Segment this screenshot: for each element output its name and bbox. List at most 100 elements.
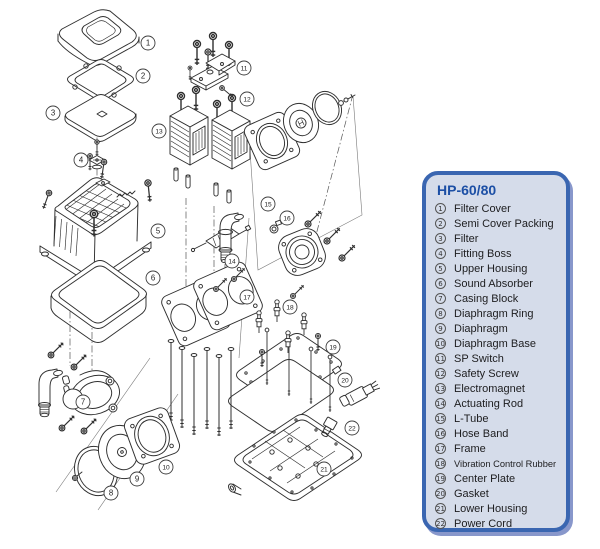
callout-6: 6 <box>145 270 161 286</box>
svg-text:20: 20 <box>341 378 349 385</box>
part-number-badge: 12 <box>435 368 446 379</box>
part-number-badge: 2 <box>435 218 446 229</box>
part-number-badge: 22 <box>435 518 446 529</box>
legend-item: 1 Filter Cover <box>435 201 562 216</box>
part-safety-screw <box>218 84 235 100</box>
svg-text:11: 11 <box>241 66 248 73</box>
svg-text:13: 13 <box>155 129 163 136</box>
part-sound-absorber <box>50 260 147 343</box>
part-label: SP Switch <box>454 352 504 365</box>
part-number-badge: 7 <box>435 293 446 304</box>
callout-3: 3 <box>45 105 61 121</box>
svg-text:9: 9 <box>135 475 139 484</box>
callout-4: 4 <box>73 152 89 168</box>
svg-text:6: 6 <box>151 274 155 283</box>
part-label: Electromagnet <box>454 382 525 395</box>
svg-text:15: 15 <box>264 202 272 209</box>
part-number-badge: 8 <box>435 308 446 319</box>
svg-text:2: 2 <box>141 72 145 81</box>
part-label: Safety Screw <box>454 367 519 380</box>
svg-text:1: 1 <box>146 39 150 48</box>
svg-text:22: 22 <box>348 426 356 433</box>
svg-text:12: 12 <box>243 97 251 104</box>
part-lower-housing <box>228 414 362 501</box>
callout-12: 12 <box>239 91 255 107</box>
part-filter <box>64 94 137 142</box>
part-number-badge: 3 <box>435 233 446 244</box>
legend-item: 14 Actuating Rod <box>435 396 562 411</box>
svg-text:10: 10 <box>162 465 170 472</box>
part-number-badge: 4 <box>435 248 446 259</box>
part-number-badge: 5 <box>435 263 446 274</box>
callout-22: 22 <box>344 420 360 436</box>
part-number-badge: 16 <box>435 428 446 439</box>
part-filter-cover <box>57 9 140 66</box>
callout-19: 19 <box>325 339 341 355</box>
legend-item: 10 Diaphragm Base <box>435 336 562 351</box>
legend-item: 22 Power Cord <box>435 516 562 531</box>
part-frame <box>161 261 263 437</box>
svg-text:4: 4 <box>79 156 84 165</box>
part-number-badge: 18 <box>435 458 446 469</box>
callouts: 1 2 3 4 5 6 7 8 9 10 11 12 13 14 15 16 1… <box>45 35 360 501</box>
part-label: Diaphragm Base <box>454 337 536 350</box>
part-electromagnet <box>169 85 251 204</box>
callout-9: 9 <box>129 471 145 487</box>
callout-17: 17 <box>239 289 255 305</box>
part-number-badge: 19 <box>435 473 446 484</box>
svg-text:5: 5 <box>156 227 161 236</box>
legend-item: 11 SP Switch <box>435 351 562 366</box>
part-label: Diaphragm Ring <box>454 307 534 320</box>
callout-1: 1 <box>140 35 156 51</box>
part-casing-block <box>38 340 120 436</box>
part-diaphragm-base <box>123 407 181 465</box>
legend-item: 5 Upper Housing <box>435 261 562 276</box>
right-ring-screw <box>338 94 356 106</box>
part-label: Filter <box>454 232 479 245</box>
legend-list: 1 Filter Cover 2 Semi Cover Packing 3 Fi… <box>435 201 562 531</box>
legend-item: 19 Center Plate <box>435 471 562 486</box>
legend-item: 17 Frame <box>435 441 562 456</box>
part-number-badge: 6 <box>435 278 446 289</box>
part-label: Power Cord <box>454 517 513 530</box>
legend-item: 3 Filter <box>435 231 562 246</box>
part-label: Filter Cover <box>454 202 511 215</box>
legend-item: 9 Diaphragm <box>435 321 562 336</box>
part-number-badge: 15 <box>435 413 446 424</box>
legend-item: 2 Semi Cover Packing <box>435 216 562 231</box>
part-number-badge: 20 <box>435 488 446 499</box>
right-casing-block <box>278 208 358 301</box>
callout-10: 10 <box>158 459 174 475</box>
svg-text:16: 16 <box>283 216 291 223</box>
ring-screw <box>71 471 83 482</box>
svg-text:3: 3 <box>51 109 55 118</box>
callout-21: 21 <box>316 461 332 477</box>
legend-item: 16 Hose Band <box>435 426 562 441</box>
svg-text:7: 7 <box>81 398 85 407</box>
part-label: Sound Absorber <box>454 277 533 290</box>
legend-item: 15 L-Tube <box>435 411 562 426</box>
legend-item: 4 Fitting Boss <box>435 246 562 261</box>
part-label: Casing Block <box>454 292 519 305</box>
callout-5: 5 <box>150 223 166 239</box>
callout-7: 7 <box>75 394 91 410</box>
part-number-badge: 14 <box>435 398 446 409</box>
callout-15: 15 <box>260 196 276 212</box>
part-label: Center Plate <box>454 472 516 485</box>
legend-item: 7 Casing Block <box>435 291 562 306</box>
callout-18: 18 <box>282 299 298 315</box>
svg-text:14: 14 <box>228 259 236 266</box>
callout-2: 2 <box>135 68 151 84</box>
part-hose-band <box>269 216 286 234</box>
callout-20: 20 <box>337 372 353 388</box>
part-number-badge: 21 <box>435 503 446 514</box>
part-label: Semi Cover Packing <box>454 217 554 230</box>
callout-8: 8 <box>103 485 119 501</box>
svg-text:8: 8 <box>109 489 113 498</box>
part-semi-cover-packing <box>67 59 134 101</box>
legend-item: 8 Diaphragm Ring <box>435 306 562 321</box>
part-label: Fitting Boss <box>454 247 512 260</box>
part-label: Actuating Rod <box>454 397 524 410</box>
legend-item: 20 Gasket <box>435 486 562 501</box>
